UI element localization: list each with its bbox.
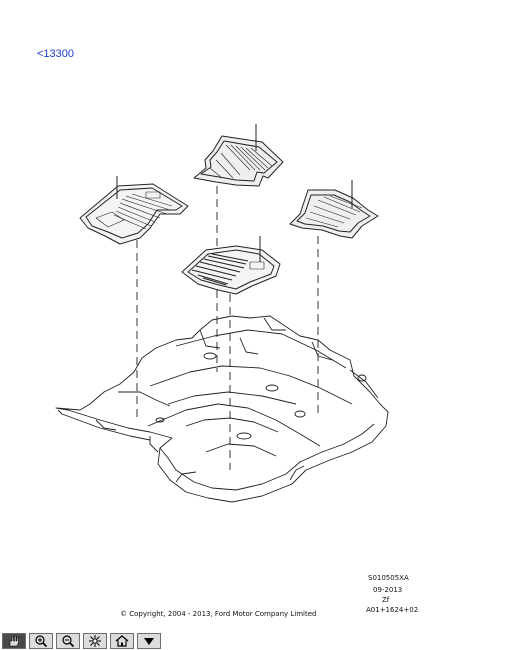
zoom-out-icon: [62, 635, 75, 647]
menu-dropdown-button[interactable]: [137, 633, 161, 649]
fit-icon: [89, 635, 101, 647]
copyright-notice: © Copyright, 2004 - 2013, Ford Motor Com…: [120, 610, 317, 618]
home-icon: [115, 635, 129, 647]
pan-icon: [9, 635, 19, 647]
figure-ref-code: S010505XA: [368, 574, 409, 582]
rear-center-floor-mat: [193, 124, 284, 187]
figure-ref-zf: Zf: [382, 596, 390, 604]
fit-to-window-button[interactable]: [83, 633, 107, 649]
home-button[interactable]: [110, 633, 134, 649]
back-link[interactable]: <13300: [37, 48, 75, 60]
front-left-floor-mat: [79, 176, 189, 245]
vehicle-floor-pan: [55, 315, 389, 503]
zoom-in-button[interactable]: [29, 633, 53, 649]
zoom-in-icon: [35, 635, 48, 647]
zoom-out-button[interactable]: [56, 633, 80, 649]
floor-mat-exploded-diagram: [55, 124, 389, 503]
pan-tool-button[interactable]: [2, 633, 26, 649]
front-right-floor-mat: [289, 180, 379, 239]
diagram-toolbar: [0, 632, 520, 650]
figure-ref-date: 09-2013: [373, 586, 403, 594]
center-floor-mat: [181, 236, 281, 295]
figure-ref-part: A01+1624+02: [366, 606, 419, 614]
triangle-down-icon: [144, 638, 154, 645]
